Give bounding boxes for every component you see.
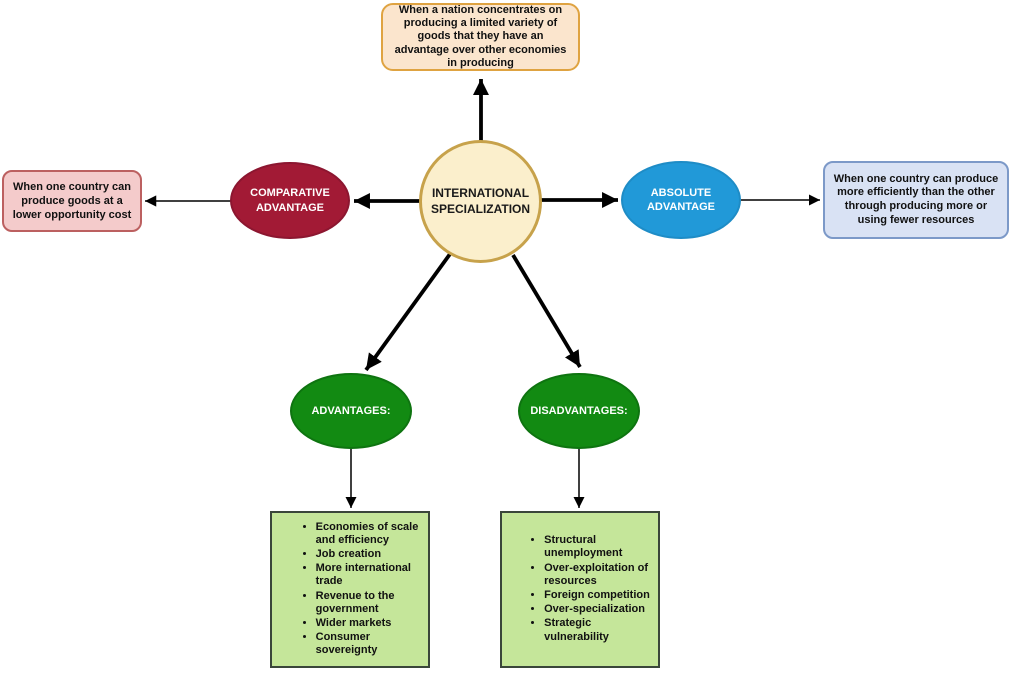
- list-item: More international trade: [316, 562, 419, 588]
- list-item: Strategic vulnerability: [544, 617, 650, 643]
- disadvantages-list-box: Structural unemploymentOver-exploitation…: [500, 511, 660, 668]
- list-item: Consumer sovereignty: [316, 631, 419, 657]
- absolute-definition-text: When one country can produce more effici…: [833, 172, 999, 226]
- list-item: Over-exploitation of resources: [544, 562, 650, 588]
- list-item: Job creation: [316, 548, 419, 561]
- connector-center-to-advantages: [364, 252, 452, 372]
- absolute-ellipse: ABSOLUTE ADVANTAGE: [621, 161, 741, 239]
- comparative-label: COMPARATIVE ADVANTAGE: [250, 187, 330, 214]
- disadvantages-list: Structural unemploymentOver-exploitation…: [508, 534, 652, 645]
- absolute-definition-box: When one country can produce more effici…: [823, 161, 1009, 239]
- definition-text: When a nation concentrates on producing …: [394, 4, 567, 69]
- advantages-ellipse: ADVANTAGES:: [290, 373, 412, 449]
- advantages-list: Economies of scale and efficiencyJob cre…: [280, 521, 421, 659]
- list-item: Structural unemployment: [544, 534, 650, 560]
- center-label: INTERNATIONAL SPECIALIZATION: [430, 185, 531, 216]
- list-item: Wider markets: [316, 617, 419, 630]
- comparative-ellipse: COMPARATIVE ADVANTAGE: [230, 162, 350, 239]
- comparative-definition-box: When one country can produce goods at a …: [2, 170, 142, 232]
- list-item: Over-specialization: [544, 603, 650, 616]
- comparative-definition-text: When one country can produce goods at a …: [12, 180, 132, 222]
- connector-center-to-disadvantages: [511, 254, 582, 368]
- advantages-label: ADVANTAGES:: [311, 405, 391, 417]
- advantages-list-box: Economies of scale and efficiencyJob cre…: [270, 511, 430, 668]
- list-item: Economies of scale and efficiency: [316, 521, 419, 547]
- definition-box-top: When a nation concentrates on producing …: [381, 3, 580, 71]
- center-node: INTERNATIONAL SPECIALIZATION: [419, 140, 542, 263]
- list-item: Revenue to the government: [316, 590, 419, 616]
- list-item: Foreign competition: [544, 589, 650, 602]
- disadvantages-label: DISADVANTAGES:: [530, 405, 628, 417]
- disadvantages-ellipse: DISADVANTAGES:: [518, 373, 640, 449]
- absolute-label: ABSOLUTE ADVANTAGE: [646, 186, 716, 213]
